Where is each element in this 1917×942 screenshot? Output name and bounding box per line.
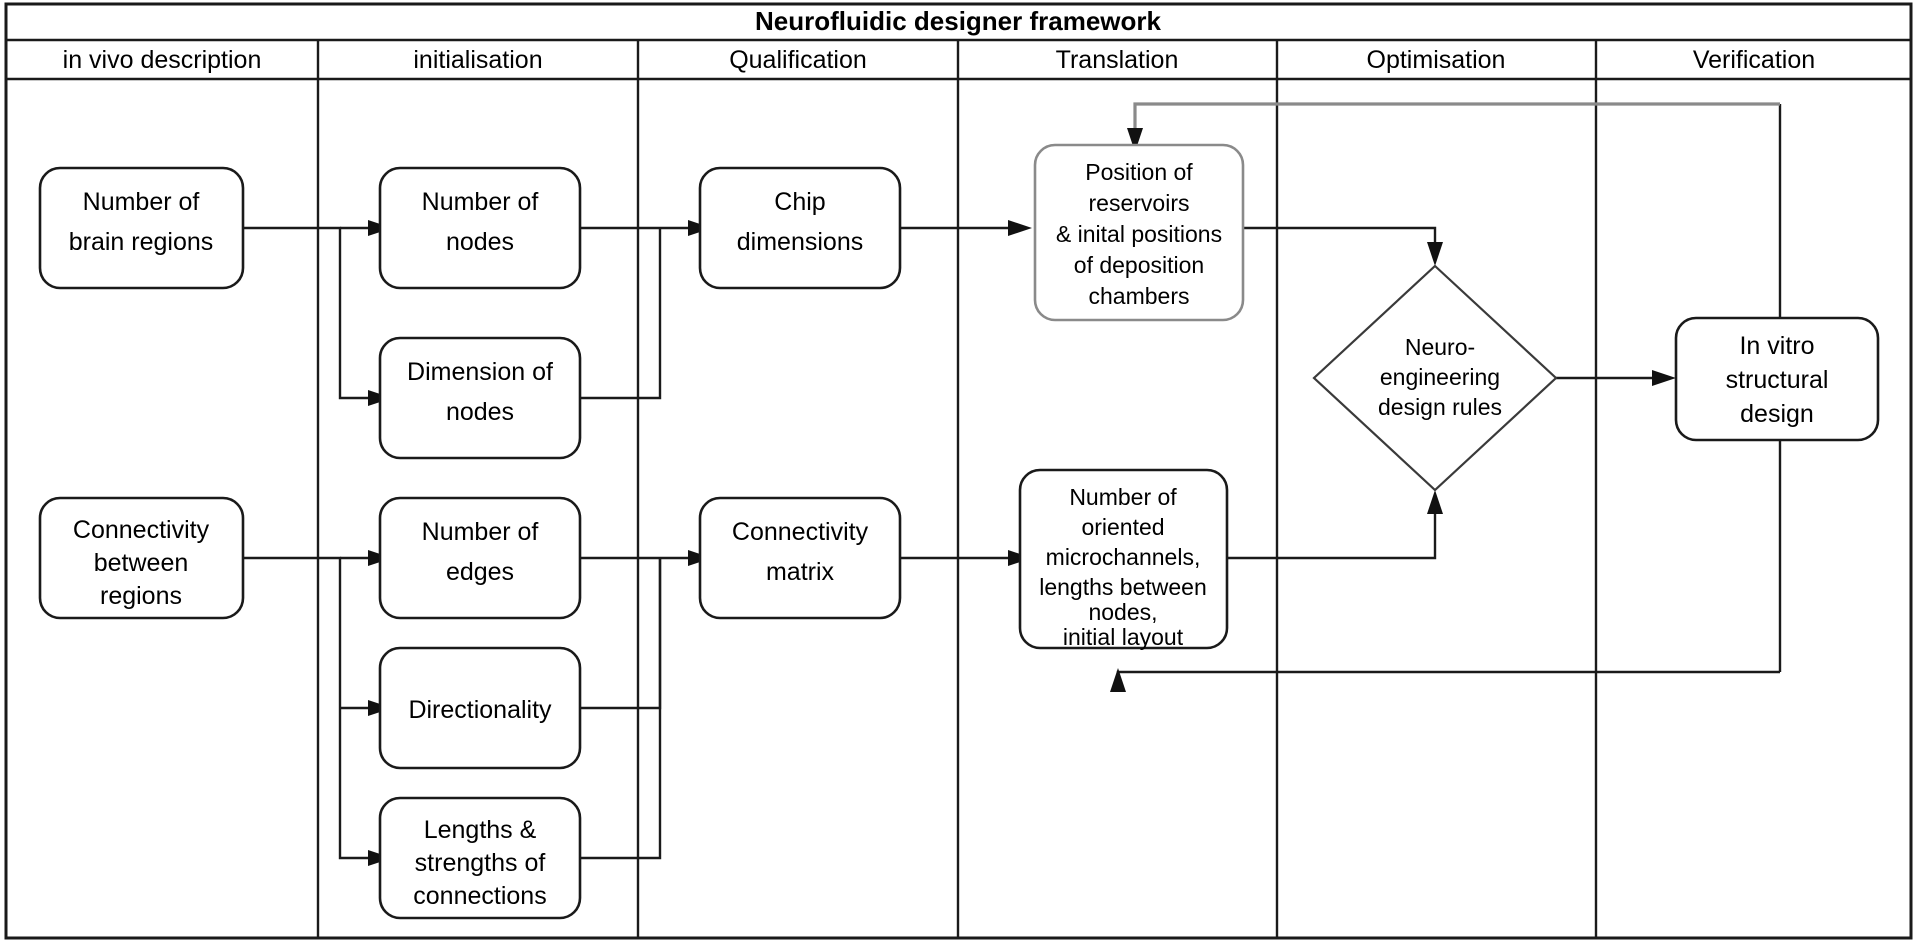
node-label-line: engineering: [1380, 364, 1500, 390]
node-label-line: Dimension of: [407, 358, 553, 386]
column-header-verification: Verification: [1693, 46, 1815, 74]
column-header-qualification: Qualification: [729, 46, 867, 74]
node-label-line: Connectivity: [73, 516, 210, 544]
node-label-line: nodes,: [1088, 599, 1157, 625]
node-position-of-reservoirs[interactable]: Position of reservoirs & inital position…: [1033, 143, 1245, 322]
node-label-line: Number of: [422, 518, 539, 546]
arrow-head-feedback-bottom: [1110, 668, 1126, 692]
edge-initialisation-to-connectivity-matrix: [580, 550, 712, 860]
node-label-line: Directionality: [408, 696, 552, 724]
node-label-line: structural: [1726, 366, 1829, 394]
arrow-head-design-rules-bottom: [1427, 490, 1443, 514]
column-header-in-vivo-description: in vivo description: [63, 46, 262, 74]
node-label-line: connections: [413, 882, 546, 910]
edge-nodes-to-chip-dimensions: [580, 220, 712, 400]
node-chip-dimensions[interactable]: Chip dimensions: [698, 166, 902, 290]
node-label-line: Number of: [422, 188, 539, 216]
node-label-line: edges: [446, 558, 514, 586]
node-directionality[interactable]: Directionality: [378, 646, 582, 770]
node-label-line: nodes: [446, 228, 514, 256]
node-label-line: In vitro: [1739, 332, 1814, 360]
node-label-line: chambers: [1089, 283, 1190, 309]
node-dimension-of-nodes[interactable]: Dimension of nodes: [378, 336, 582, 460]
node-label-line: of deposition: [1074, 252, 1204, 278]
node-label-line: design: [1740, 400, 1814, 428]
edge-microchannels-to-design-rules: [1227, 490, 1443, 560]
node-label-line: microchannels,: [1046, 544, 1201, 570]
node-label-line: lengths between: [1039, 574, 1207, 600]
node-label-line: Position of: [1085, 159, 1193, 185]
node-number-of-edges[interactable]: Number of edges: [378, 496, 582, 620]
node-label-line: nodes: [446, 398, 514, 426]
node-label-line: Lengths &: [424, 816, 537, 844]
node-label-line: Number of: [1069, 484, 1177, 510]
node-label-line: & inital positions: [1056, 221, 1222, 247]
edge-reservoirs-to-design-rules: [1243, 226, 1443, 266]
edge-design-rules-to-in-vitro: [1556, 370, 1676, 386]
node-label-line: Number of: [83, 188, 200, 216]
node-label-line: oriented: [1081, 514, 1164, 540]
arrow-head-reservoirs: [1008, 220, 1032, 236]
node-label-line: Connectivity: [732, 518, 869, 546]
page-title: Neurofluidic designer framework: [755, 6, 1162, 36]
edge-chip-dimensions-to-reservoirs: [900, 220, 1032, 236]
node-number-of-nodes[interactable]: Number of nodes: [378, 166, 582, 290]
node-connectivity-matrix[interactable]: Connectivity matrix: [698, 496, 902, 620]
edge-connectivity-matrix-to-microchannels: [900, 550, 1032, 566]
column-header-optimisation: Optimisation: [1367, 46, 1506, 74]
node-neuro-engineering-design-rules[interactable]: Neuro- engineering design rules: [1312, 264, 1558, 492]
node-label-line: reservoirs: [1089, 190, 1190, 216]
node-label-line: dimensions: [737, 228, 863, 256]
node-label-line: Chip: [774, 188, 825, 216]
node-number-of-brain-regions[interactable]: Number of brain regions: [38, 166, 245, 290]
column-header-translation: Translation: [1056, 46, 1179, 74]
column-header-initialisation: initialisation: [413, 46, 542, 74]
node-in-vitro-structural-design[interactable]: In vitro structural design: [1674, 316, 1880, 442]
node-oriented-microchannels[interactable]: Number of oriented microchannels, length…: [1018, 468, 1229, 650]
node-label-line: design rules: [1378, 394, 1502, 420]
edge-feedback-bottom-to-microchannels: [1110, 668, 1780, 692]
arrow-head-design-rules-top: [1427, 242, 1443, 266]
node-label-line: between: [94, 549, 189, 577]
node-label-line: Neuro-: [1405, 334, 1475, 360]
arrow-head-feedback-top: [1127, 128, 1143, 152]
node-label-line: strengths of: [415, 849, 546, 877]
node-label-line: initial layout: [1063, 624, 1184, 650]
node-lengths-strengths-of-connections[interactable]: Lengths & strengths of connections: [378, 796, 582, 920]
arrow-head-in-vitro: [1652, 370, 1676, 386]
node-label-line: brain regions: [69, 228, 214, 256]
node-label-line: regions: [100, 582, 182, 610]
node-label-line: matrix: [766, 558, 835, 586]
edge-feedback-top-to-reservoirs: [1127, 102, 1780, 152]
node-connectivity-between-regions[interactable]: Connectivity between regions: [38, 496, 245, 620]
